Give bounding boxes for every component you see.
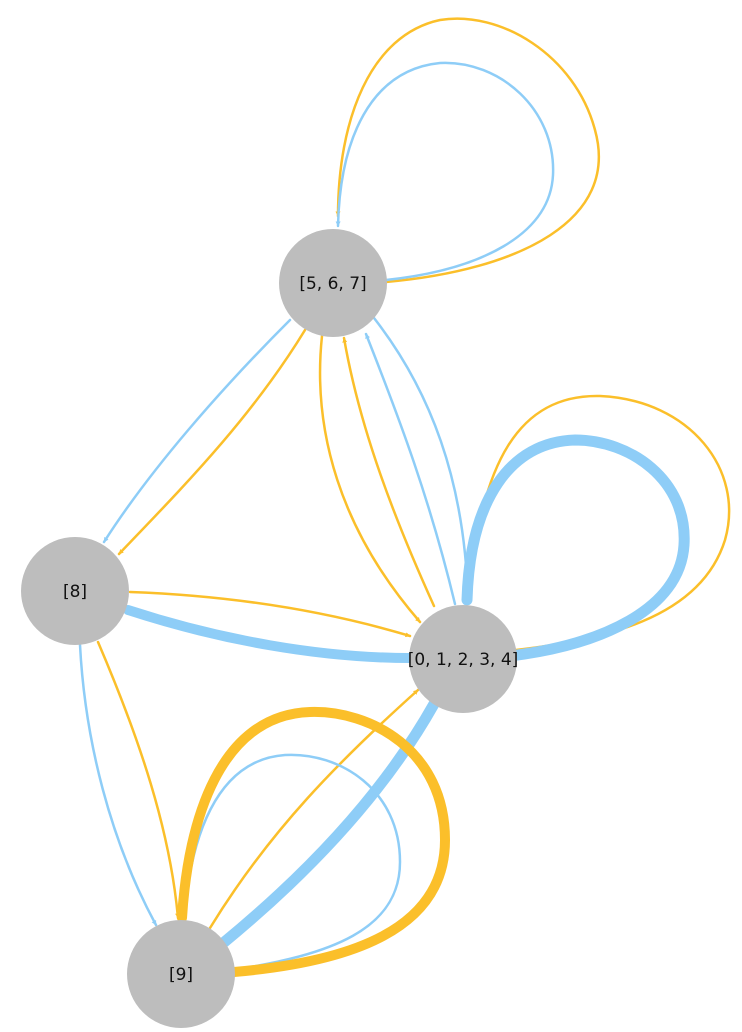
edge-9-to-01234-blue[interactable] (216, 698, 440, 950)
edge-01234-to-567-orange[interactable] (342, 336, 436, 608)
nodes-layer: [5, 6, 7] [8] [0, 1, 2, 3, 4] [9] (21, 229, 518, 1028)
edges-layer (78, 17, 731, 977)
node-01234-label: [0, 1, 2, 3, 4] (408, 650, 519, 670)
node-9-label: [9] (169, 965, 193, 985)
edge-567-self-orange[interactable] (335, 17, 601, 284)
edge-9-self-blue[interactable] (181, 753, 402, 972)
edge-567-to-8-blue[interactable] (102, 318, 292, 544)
edge-9-to-01234-orange[interactable] (208, 688, 420, 930)
edge-01234-self-orange[interactable] (465, 394, 731, 652)
edge-567-self-blue[interactable] (335, 61, 555, 282)
edge-01234-self-blue[interactable] (461, 434, 690, 662)
edge-8-to-9-orange[interactable] (96, 640, 181, 920)
node-8-label: [8] (63, 582, 87, 602)
node-567[interactable]: [5, 6, 7] (279, 229, 387, 337)
edge-567-to-01234-blue[interactable] (372, 316, 471, 604)
edge-8-to-01234-orange[interactable] (128, 590, 412, 638)
edge-567-to-8-orange[interactable] (117, 328, 307, 556)
edge-8-to-01234-blue[interactable] (123, 605, 415, 663)
node-9[interactable]: [9] (127, 920, 235, 1028)
node-567-label: [5, 6, 7] (299, 274, 366, 294)
edge-567-to-01234-orange[interactable] (318, 334, 422, 624)
node-01234[interactable]: [0, 1, 2, 3, 4] (408, 605, 519, 713)
edge-01234-to-567-blue[interactable] (364, 332, 457, 606)
edge-8-to-9-blue[interactable] (78, 643, 158, 927)
node-8[interactable]: [8] (21, 537, 129, 645)
edge-9-self-orange[interactable] (177, 706, 451, 977)
